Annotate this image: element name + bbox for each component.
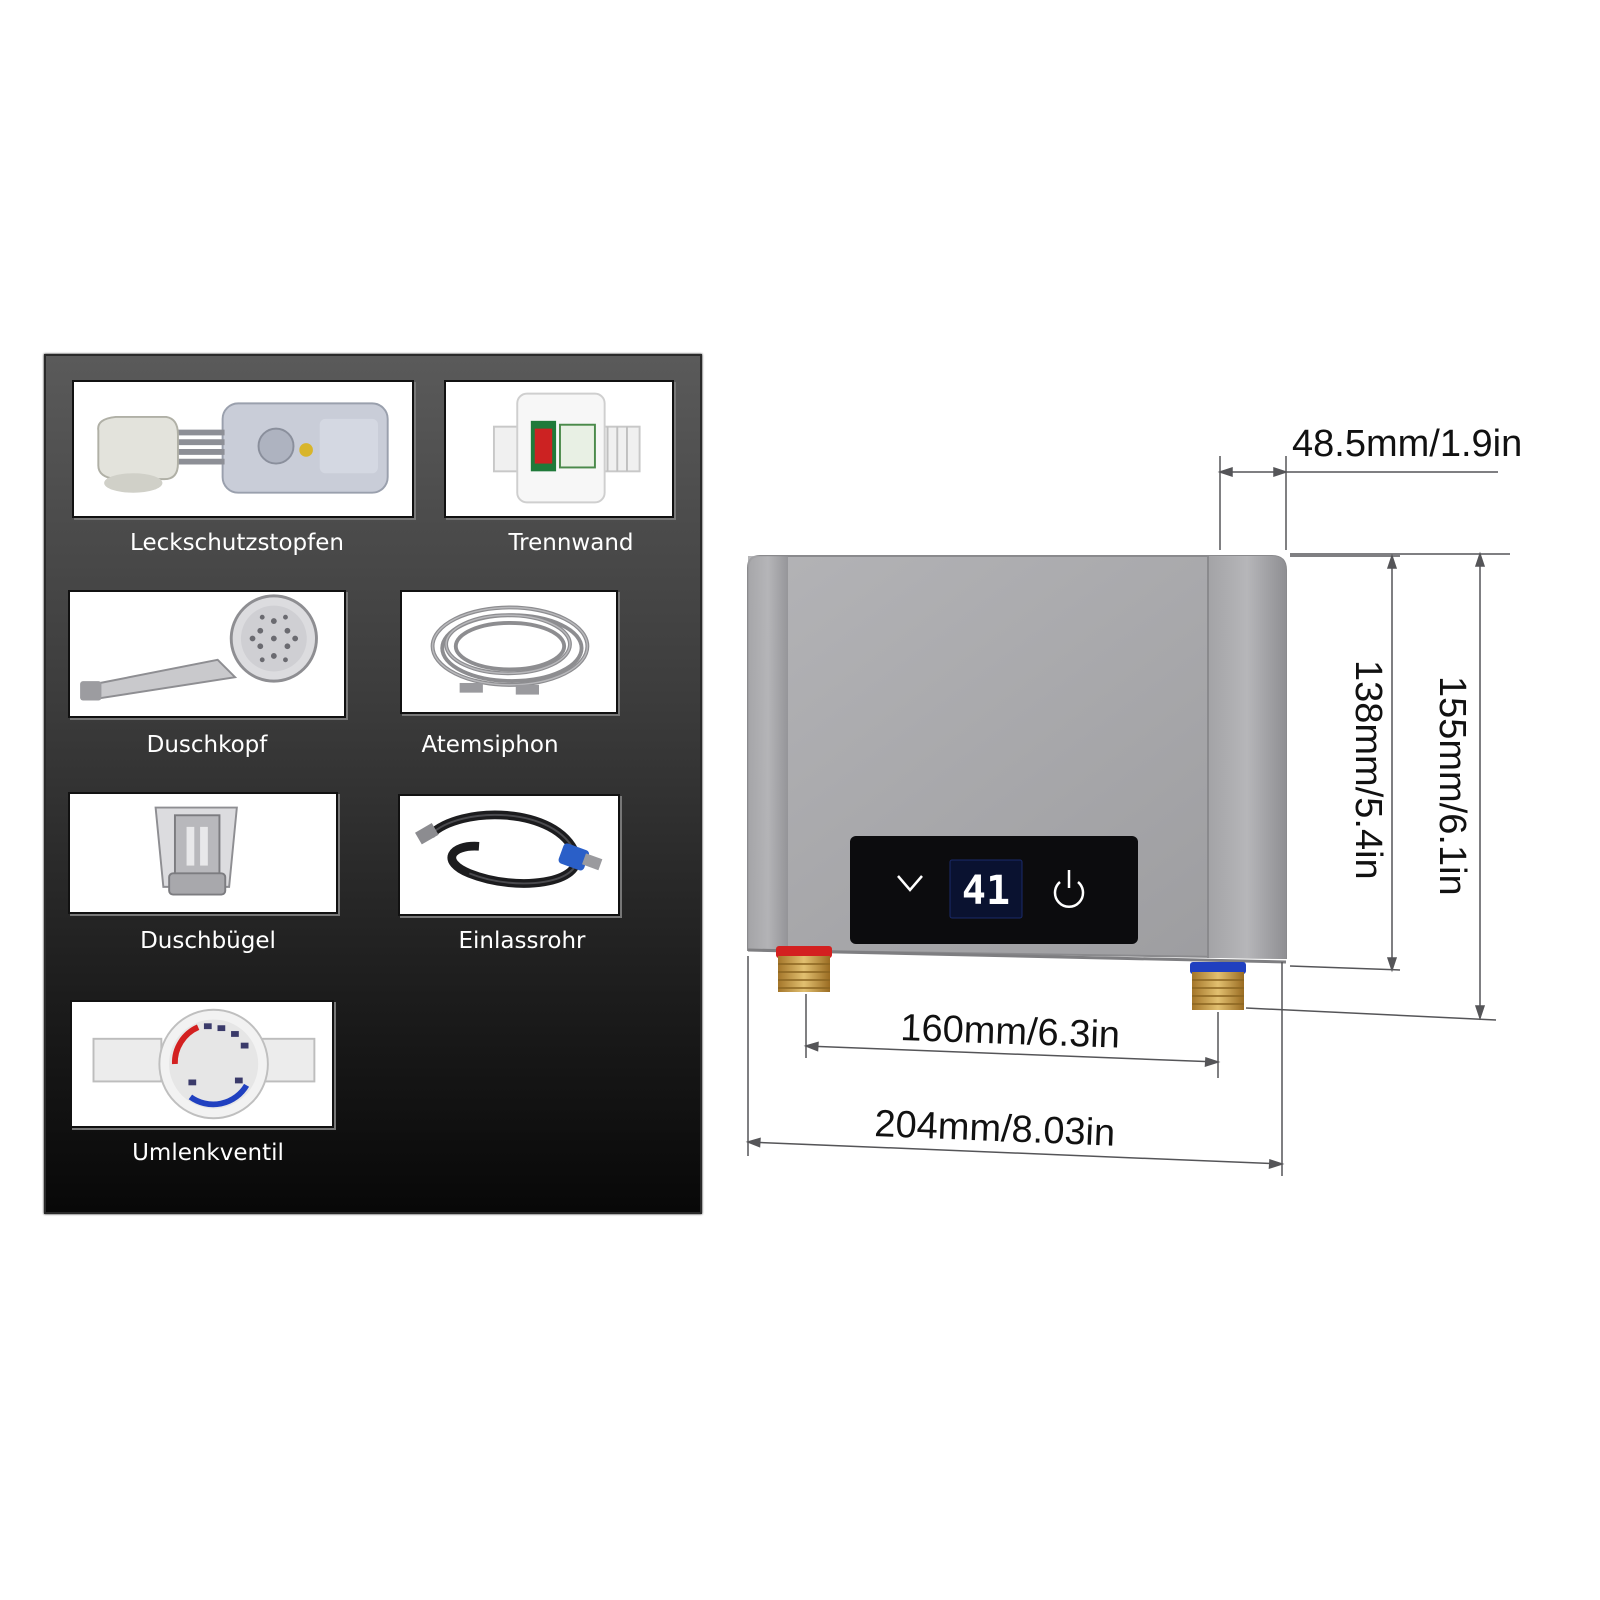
accessory-tile-partition	[444, 380, 674, 518]
accessory-label: Einlassrohr	[458, 928, 586, 954]
dimension-lines	[745, 456, 1510, 1176]
cold-water-inlet-fitting	[1190, 962, 1246, 1010]
accessories-panel: Leckschutzstopfen Trennwand	[44, 354, 702, 1214]
accessory-tile-shower-head	[68, 590, 346, 718]
accessory-label: Duschkopf	[146, 732, 268, 758]
total-height-dimension-label: 155mm/6.1in	[1431, 676, 1473, 896]
accessory-tile-hose	[400, 590, 618, 714]
accessory-label: Duschbügel	[140, 928, 276, 954]
flexible-hose-icon	[430, 605, 590, 695]
power-icon[interactable]	[1053, 870, 1085, 908]
accessory-label: Atemsiphon	[421, 732, 559, 758]
accessory-tile-shower-bracket	[68, 792, 338, 914]
accessory-tile-leakage-plug	[72, 380, 414, 518]
width-dimension-label: 204mm/8.03in	[874, 1103, 1116, 1155]
inlet-pipe-icon	[415, 810, 603, 888]
temperature-down-icon[interactable]	[897, 875, 923, 892]
diverter-valve-icon	[92, 1008, 316, 1120]
accessory-label: Trennwand	[508, 530, 634, 556]
leakage-protection-plug-icon	[97, 402, 389, 494]
temperature-display: 41	[962, 868, 1010, 914]
pipe-spacing-dimension-label: 160mm/6.3in	[900, 1007, 1121, 1057]
shower-bracket-icon	[154, 806, 238, 896]
shower-head-icon	[80, 594, 318, 701]
inner-height-dimension-label: 138mm/5.4in	[1347, 660, 1389, 880]
accessory-label: Leckschutzstopfen	[130, 530, 344, 556]
accessory-tile-diverter-valve	[70, 1000, 334, 1128]
hot-water-outlet-fitting	[776, 946, 832, 992]
accessory-label: Umlenkventil	[132, 1140, 284, 1166]
partition-fitting-icon	[492, 392, 641, 504]
depth-dimension-label: 48.5mm/1.9in	[1292, 423, 1522, 465]
accessory-tile-inlet-pipe	[398, 794, 620, 916]
control-panel: 41	[850, 836, 1138, 944]
